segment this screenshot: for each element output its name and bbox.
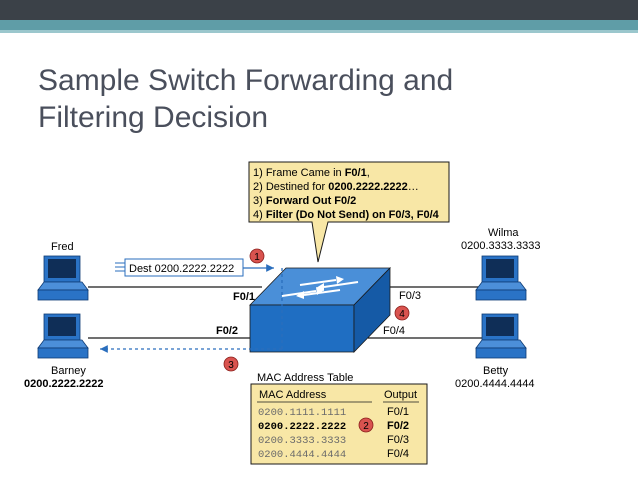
slide-title-line2: Filtering Decision xyxy=(38,101,269,134)
table-row-1-mac: 0200.1111.1111 xyxy=(258,407,346,419)
table-row-2-mac: 0200.2222.2222 xyxy=(258,421,346,433)
table-row-3-mac: 0200.3333.3333 xyxy=(258,435,346,447)
fred-pc-icon xyxy=(37,255,89,301)
frame-dest-text: Dest 0200.2222.2222 xyxy=(129,263,234,275)
header-band-dark xyxy=(0,0,638,20)
callout-line1: 1) Frame Came in F0/1, xyxy=(253,167,370,179)
mac-table: MAC Address Output 0200.1111.1111 F0/1 0… xyxy=(250,383,428,465)
mac-table-title: MAC Address Table xyxy=(257,372,353,384)
betty-mac: 0200.4444.4444 xyxy=(455,378,535,390)
decision-callout: 1) Frame Came in F0/1, 2) Destined for 0… xyxy=(248,161,450,263)
callout-line4: 4) Filter (Do Not Send) on F0/3, F0/4 xyxy=(253,209,440,221)
port-label-f03: F0/3 xyxy=(399,290,421,302)
port-label-f01: F0/1 xyxy=(233,291,255,303)
slide-title-line1: Sample Switch Forwarding and xyxy=(38,64,454,97)
table-row-4-mac: 0200.4444.4444 xyxy=(258,449,346,461)
callout-line2: 2) Destined for 0200.2222.2222… xyxy=(253,181,419,193)
table-row-4-port: F0/4 xyxy=(387,448,409,460)
step-marker-1: 1 xyxy=(249,248,265,264)
fred-name: Fred xyxy=(51,241,74,253)
port-label-f04: F0/4 xyxy=(383,325,405,337)
mac-table-header-output: Output xyxy=(384,389,417,401)
switch-icon xyxy=(249,267,391,353)
barney-pc-icon xyxy=(37,313,89,359)
betty-name: Betty xyxy=(483,365,509,377)
frame-label: Dest 0200.2222.2222 xyxy=(115,258,274,277)
step-marker-3: 3 xyxy=(223,356,239,372)
step-marker-2: 2 xyxy=(358,417,374,433)
svg-text:4: 4 xyxy=(399,309,405,320)
wilma-mac: 0200.3333.3333 xyxy=(461,240,541,252)
mac-table-header-mac: MAC Address xyxy=(259,389,327,401)
port-label-f02: F0/2 xyxy=(216,325,238,337)
table-row-1-port: F0/1 xyxy=(387,406,409,418)
slide-title: Sample Switch Forwarding and Filtering D… xyxy=(38,62,598,136)
header-band-light xyxy=(0,30,638,33)
step-marker-4: 4 xyxy=(394,305,410,321)
svg-text:1: 1 xyxy=(254,252,260,263)
barney-mac: 0200.2222.2222 xyxy=(24,378,104,390)
wilma-pc-icon xyxy=(475,255,527,301)
svg-text:2: 2 xyxy=(363,421,369,432)
table-row-3-port: F0/3 xyxy=(387,434,409,446)
callout-line3: 3) Forward Out F0/2 xyxy=(253,195,356,207)
wilma-name: Wilma xyxy=(488,227,519,239)
betty-pc-icon xyxy=(475,313,527,359)
svg-text:3: 3 xyxy=(228,360,234,371)
table-row-2-port: F0/2 xyxy=(387,420,409,432)
barney-name: Barney xyxy=(51,365,86,377)
header-band-teal xyxy=(0,20,638,30)
